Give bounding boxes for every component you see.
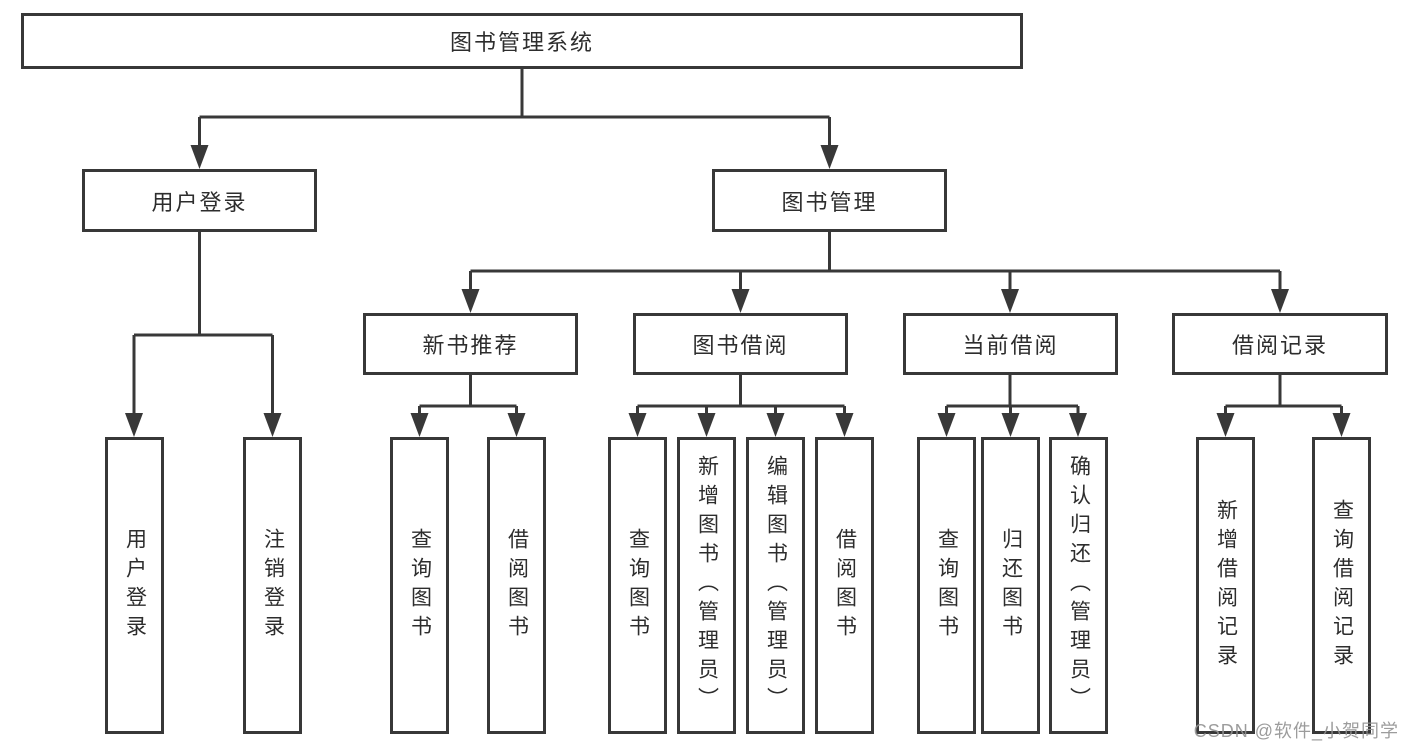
node-user-login: 用户登录	[82, 169, 317, 232]
node-borrow-records: 借阅记录	[1172, 313, 1388, 375]
leaf-label: 注销登录	[261, 527, 285, 644]
arrowhead	[1001, 413, 1020, 437]
arrowhead	[461, 289, 480, 313]
arrowhead	[1271, 289, 1289, 313]
node-label: 图书管理系统	[449, 30, 594, 55]
leaf-label: 借阅图书	[833, 527, 857, 644]
leaf-query-books-current: 查询图书	[917, 437, 976, 734]
leaf-label: 编辑图书（管理员）	[764, 455, 788, 716]
leaf-return-books: 归还图书	[981, 437, 1040, 734]
node-current-borrow: 当前借阅	[903, 313, 1118, 375]
node-label: 图书借阅	[692, 333, 789, 358]
leaf-label: 用户登录	[123, 527, 147, 644]
arrowhead	[190, 145, 209, 169]
node-label: 新书推荐	[422, 333, 519, 358]
node-root-system: 图书管理系统	[21, 13, 1023, 69]
node-label: 图书管理	[781, 189, 878, 215]
leaf-add-borrow-record: 新增借阅记录	[1196, 437, 1255, 734]
node-label: 当前借阅	[962, 333, 1059, 358]
leaf-label: 查询图书	[935, 527, 959, 644]
leaf-label: 新增借阅记录	[1214, 498, 1238, 673]
leaf-query-books-recommend: 查询图书	[390, 437, 449, 734]
leaf-label: 查询借阅记录	[1330, 498, 1354, 673]
leaf-label: 查询图书	[626, 527, 650, 644]
arrowhead	[937, 413, 956, 437]
leaf-add-book-admin: 新增图书（管理员）	[677, 437, 736, 734]
node-label: 用户登录	[151, 189, 248, 215]
arrowhead	[1069, 413, 1087, 437]
node-book-management: 图书管理	[712, 169, 947, 232]
leaf-edit-book-admin: 编辑图书（管理员）	[746, 437, 805, 734]
leaf-borrow-books-recommend: 借阅图书	[487, 437, 546, 734]
arrowhead	[766, 413, 785, 437]
arrowhead	[507, 413, 526, 437]
leaf-logout: 注销登录	[243, 437, 302, 734]
arrowhead	[835, 413, 854, 437]
leaf-label: 归还图书	[999, 527, 1023, 644]
leaf-label: 新增图书（管理员）	[695, 455, 719, 716]
arrowhead	[1001, 289, 1019, 313]
arrowhead	[410, 413, 429, 437]
leaf-label: 借阅图书	[505, 527, 529, 644]
leaf-borrow-books: 借阅图书	[815, 437, 874, 734]
arrowhead	[125, 413, 143, 437]
leaf-query-borrow-record: 查询借阅记录	[1312, 437, 1371, 734]
leaf-confirm-return-admin: 确认归还（管理员）	[1049, 437, 1108, 734]
arrowhead	[1216, 413, 1235, 437]
arrowhead	[628, 413, 647, 437]
arrowhead	[820, 145, 839, 169]
csdn-watermark: CSDN @软件_小贺同学	[1193, 721, 1399, 741]
leaf-query-books-borrow: 查询图书	[608, 437, 667, 734]
leaf-label: 确认归还（管理员）	[1067, 455, 1091, 716]
node-new-book-recommend: 新书推荐	[363, 313, 578, 375]
arrowhead	[263, 413, 282, 437]
arrowhead	[1332, 413, 1351, 437]
leaf-label: 查询图书	[408, 527, 432, 644]
arrowhead	[697, 413, 716, 437]
arrowhead	[731, 289, 750, 313]
leaf-user-login: 用户登录	[105, 437, 164, 734]
node-book-borrow: 图书借阅	[633, 313, 848, 375]
node-label: 借阅记录	[1231, 333, 1328, 358]
